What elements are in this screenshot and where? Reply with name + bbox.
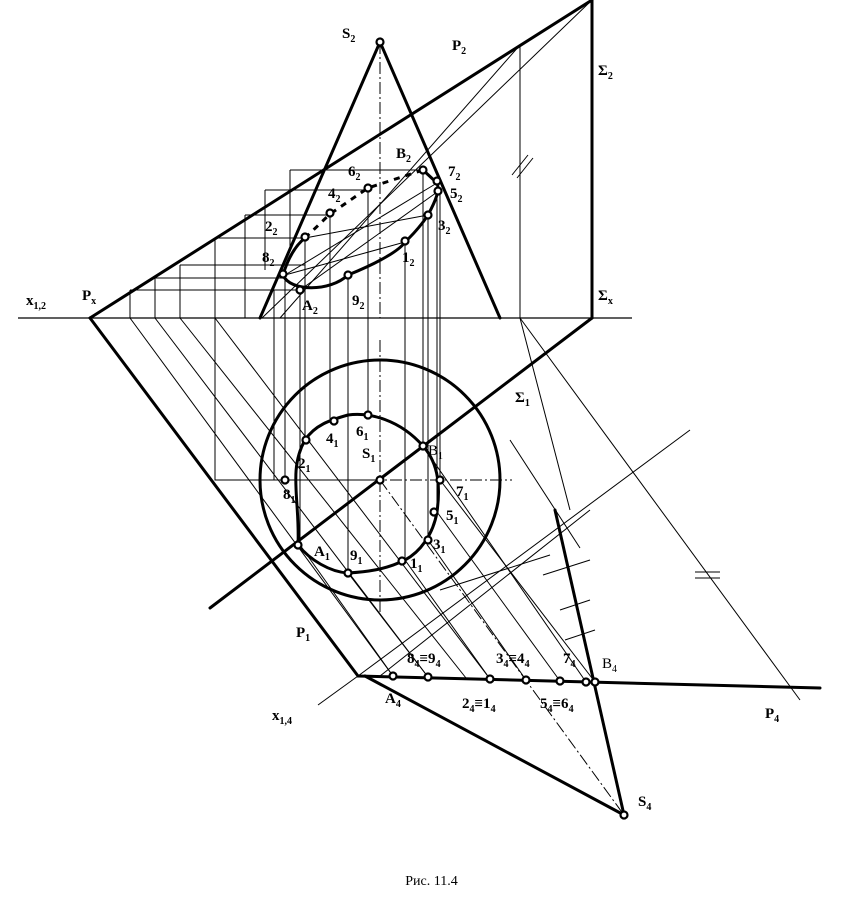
label-Sigma1: Σ1 xyxy=(515,390,530,409)
point-7-1 xyxy=(435,475,445,485)
label-A4: A4 xyxy=(385,691,401,710)
label-p2_2: 22 xyxy=(265,219,278,238)
point-5-2 xyxy=(433,186,443,196)
point-8-4 xyxy=(423,672,433,682)
point-B4 xyxy=(590,677,600,687)
label-B1: B1 xyxy=(428,443,443,462)
label-P2: P2 xyxy=(452,38,466,57)
point-B1 xyxy=(418,441,428,451)
label-Sigmax: Σx xyxy=(598,288,613,307)
label-S4: S4 xyxy=(638,794,651,813)
label-P4: P4 xyxy=(765,706,779,725)
point-6-1 xyxy=(363,410,373,420)
trace-P2 xyxy=(88,0,594,320)
point-6-2 xyxy=(363,183,373,193)
projection-lines-aux xyxy=(129,317,691,683)
point-4-1 xyxy=(329,416,339,426)
point-1-1 xyxy=(397,556,407,566)
label-p8_2: 82 xyxy=(262,250,275,269)
tick-mark-1 xyxy=(511,154,529,176)
label-p8_1: 81 xyxy=(283,487,296,506)
projection-axes xyxy=(18,317,821,706)
label-A1: A1 xyxy=(314,544,330,563)
point-8-1 xyxy=(280,475,290,485)
point-2-2 xyxy=(300,232,310,242)
label-p1_2: 12 xyxy=(402,250,415,269)
point-4-2 xyxy=(325,208,335,218)
label-p3_2: 32 xyxy=(438,218,451,237)
point-S2 xyxy=(375,37,385,47)
label-p24_14: 24≡14 xyxy=(462,696,496,715)
label-B4: B4 xyxy=(602,656,617,675)
figure-caption: Рис. 11.4 xyxy=(405,874,458,889)
point-A4 xyxy=(388,671,398,681)
label-p84_94: 84≡94 xyxy=(407,651,441,670)
label-p5_1: 51 xyxy=(446,508,459,527)
point-9-1 xyxy=(343,568,353,578)
label-Sigma2: Σ2 xyxy=(598,63,613,82)
label-p54_64: 54≡64 xyxy=(540,696,574,715)
point-3-4 xyxy=(521,675,531,685)
cone-frontal-projection xyxy=(258,40,502,320)
point-A1 xyxy=(293,540,303,550)
label-Px: Px xyxy=(82,288,96,307)
trace-Sigma1 xyxy=(208,316,594,610)
point-5-4 xyxy=(555,676,565,686)
label-p9_2: 92 xyxy=(352,293,365,312)
label-S2: S2 xyxy=(342,26,355,45)
label-p4_1: 41 xyxy=(326,431,339,450)
label-p9_1: 91 xyxy=(350,548,363,567)
cone-auxiliary-projection xyxy=(356,479,822,817)
point-5-1 xyxy=(429,507,439,517)
label-S1: S1 xyxy=(362,446,375,465)
point-A2 xyxy=(295,285,305,295)
label-p3_1: 31 xyxy=(433,537,446,556)
label-p7_4: 74 xyxy=(563,651,576,670)
label-p1_1: 11 xyxy=(410,556,423,575)
trace-P1 xyxy=(88,316,360,678)
point-9-2 xyxy=(343,270,353,280)
label-A2: A2 xyxy=(302,298,318,317)
point-7-4 xyxy=(581,677,591,687)
point-S1 xyxy=(375,475,385,485)
label-p7_1: 71 xyxy=(456,484,469,503)
tick-mark-2 xyxy=(516,157,534,179)
label-x14: x1,4 xyxy=(272,708,292,727)
label-B2: B2 xyxy=(396,146,411,165)
label-p7_2: 72 xyxy=(448,164,461,183)
section-hidden-2 xyxy=(303,168,424,240)
point-3-2 xyxy=(423,210,433,220)
label-p34_44: 34≡44 xyxy=(496,651,530,670)
label-p6_2: 62 xyxy=(348,164,361,183)
cutting-plane-traces xyxy=(88,0,801,701)
point-2-4 xyxy=(485,674,495,684)
projection-lines-vertical xyxy=(273,170,441,573)
label-p2_1: 21 xyxy=(298,456,311,475)
label-p6_1: 61 xyxy=(356,424,369,443)
trace-P4 xyxy=(519,317,801,701)
point-8-2 xyxy=(278,269,288,279)
label-x12: x1,2 xyxy=(26,293,46,312)
point-S4 xyxy=(619,810,629,820)
label-P1: P1 xyxy=(296,625,310,644)
construction-points xyxy=(278,37,629,820)
point-7-2 xyxy=(432,176,442,186)
point-1-2 xyxy=(400,236,410,246)
label-p4_2: 42 xyxy=(328,186,341,205)
cone-outline-4 xyxy=(363,508,626,817)
label-p5_2: 52 xyxy=(450,186,463,205)
cone-axis-4 xyxy=(379,479,625,816)
point-2-1 xyxy=(301,435,311,445)
point-3-1 xyxy=(423,535,433,545)
aux-line-3 xyxy=(279,44,521,319)
point-B2 xyxy=(418,165,428,175)
aux-line-upper xyxy=(261,0,593,319)
axis-x14-end xyxy=(317,675,359,706)
